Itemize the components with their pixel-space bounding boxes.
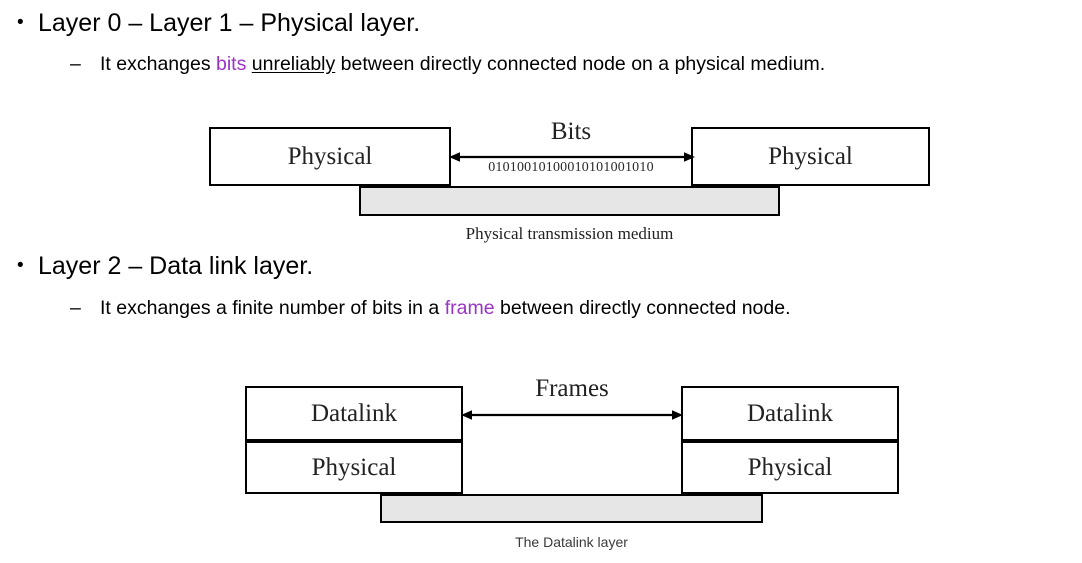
- datalink-box-left-top-label: Datalink: [310, 399, 398, 427]
- physical-box-left: Physical: [209, 127, 451, 186]
- datalink-transmission-medium-bar: [380, 494, 763, 523]
- frames-link-label-text: Frames: [535, 375, 609, 402]
- accent-word-bits: bits: [216, 53, 247, 75]
- text-before-accent: It exchanges: [100, 53, 216, 75]
- subbullet-datalink-description: – It exchanges a finite number of bits i…: [70, 296, 791, 320]
- bullet-marker-dash: –: [70, 53, 81, 75]
- physical-box-left-bottom: Physical: [245, 441, 463, 494]
- bullet-marker-dot: •: [17, 12, 24, 33]
- physical-box-right-bottom: Physical: [681, 441, 899, 494]
- physical-box-right-label: Physical: [768, 142, 853, 170]
- bullet-layer2: • Layer 2 – Data link layer.: [8, 251, 313, 281]
- physical-box-right-bottom-label: Physical: [747, 453, 833, 481]
- frames-double-arrow-icon: [461, 410, 683, 420]
- bit-stream-string: 01010010100010101001010: [451, 160, 691, 176]
- bits-link-label: Bits: [451, 118, 691, 146]
- bullet-marker-dot: •: [17, 255, 24, 276]
- text-before-accent: It exchanges a finite number of bits in …: [100, 297, 445, 319]
- datalink-box-right-top-label: Datalink: [746, 399, 834, 427]
- datalink-diagram-caption: The Datalink layer: [380, 534, 763, 550]
- bullet-layer2-text: Layer 2 – Data link layer.: [38, 252, 314, 280]
- diagram-physical-layer: Physical Physical Bits 01010010100010101…: [0, 0, 1082, 250]
- bits-double-arrow-icon: [449, 152, 695, 162]
- subbullet-line: It exchanges a finite number of bits in …: [100, 296, 791, 320]
- bullet-layer0-text: Layer 0 – Layer 1 – Physical layer.: [38, 9, 421, 37]
- physical-box-left-bottom-label: Physical: [311, 453, 397, 481]
- bits-link-label-text: Bits: [550, 118, 592, 145]
- physical-diagram-caption-text: Physical transmission medium: [465, 224, 674, 243]
- accent-word-frame: frame: [444, 297, 495, 319]
- subbullet-line: It exchanges bits unreliably between dir…: [100, 52, 825, 76]
- physical-diagram-caption: Physical transmission medium: [359, 224, 780, 244]
- physical-transmission-medium-bar: [359, 186, 780, 216]
- bullet-layer0-layer1: • Layer 0 – Layer 1 – Physical layer.: [8, 8, 420, 38]
- frames-link-label: Frames: [463, 375, 681, 403]
- physical-box-right: Physical: [691, 127, 930, 186]
- bullet-marker-dash: –: [70, 297, 81, 319]
- datalink-box-left-top: Datalink: [245, 386, 463, 441]
- bit-stream-value: 01010010100010101001010: [488, 160, 654, 175]
- underlined-word-unreliably: unreliably: [251, 53, 336, 75]
- text-after-accent: between directly connected node.: [494, 297, 791, 319]
- subbullet-physical-description: – It exchanges bits unreliably between d…: [70, 52, 825, 76]
- datalink-box-right-top: Datalink: [681, 386, 899, 441]
- datalink-diagram-caption-text: The Datalink layer: [515, 534, 628, 550]
- physical-box-left-label: Physical: [287, 142, 373, 170]
- text-after-accent: between directly connected node on a phy…: [335, 53, 826, 75]
